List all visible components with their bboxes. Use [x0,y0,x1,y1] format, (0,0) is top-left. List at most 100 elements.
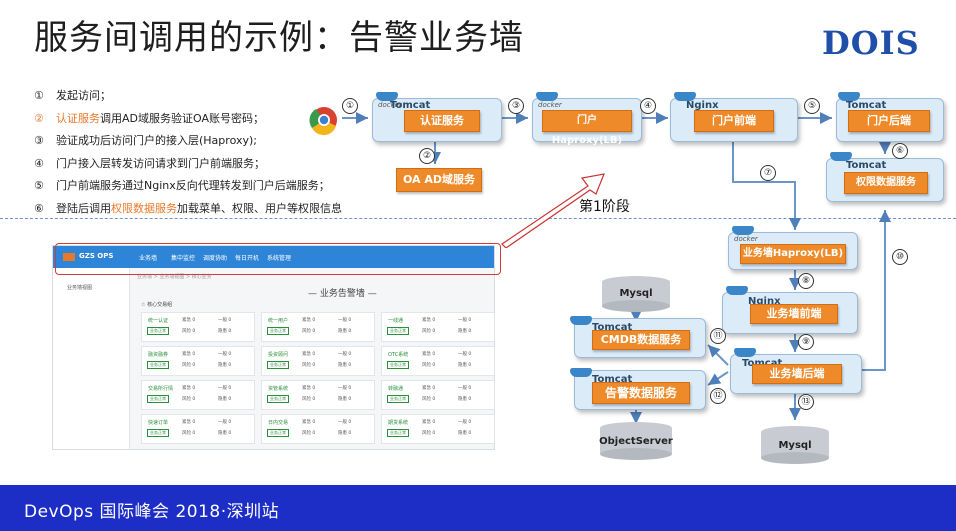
card-name: OTC系统 [388,352,409,358]
card-metric: 紧急 0 [182,352,196,357]
card-metric: 一般 0 [458,352,472,357]
marker-6: ⑥ [892,143,908,159]
card-status: 业务正常 [147,395,169,403]
card-status: 业务正常 [267,395,289,403]
card-metric: 紧急 0 [302,386,316,391]
card-status: 业务正常 [387,429,409,437]
nav-item-dispatch[interactable]: 调度协助 [203,255,228,262]
card-metric: 风险 0 [302,363,316,368]
mysql-top-label: Mysql [619,288,653,299]
card-metric: 紧急 0 [182,420,196,425]
phase-arrow [501,173,605,248]
portal-back-service: 门户后端 [848,110,930,132]
docker-label: docker [538,101,562,109]
docker-icon [570,368,592,377]
page-title: 服务间调用的示例：告警业务墙 [34,18,524,58]
navbar-highlight-frame [55,243,501,275]
card-status: 业务正常 [387,361,409,369]
card-metric: 紧急 0 [302,318,316,323]
sidebar-item-wall-view[interactable]: 业务墙视图 [67,285,93,291]
card-metric: 一般 0 [338,352,352,357]
nav-item-monitor[interactable]: 集中监控 [171,255,196,262]
card-name: 日内交易 [268,420,289,426]
marker-1: ① [342,98,358,114]
card-metric: 一般 0 [338,318,352,323]
card-metric: 隐患 0 [458,329,472,334]
step-text: 认证服务 [56,111,100,125]
app-logo-icon [63,253,75,261]
stage-divider [0,218,956,219]
card-metric: 一般 0 [218,352,232,357]
docker-icon [726,286,748,295]
card-metric: 一般 0 [218,386,232,391]
card-metric: 风险 0 [302,431,316,436]
marker-8: ⑧ [798,273,814,289]
card-metric: 隐患 0 [218,329,232,334]
card-name: 期货系统 [388,420,409,426]
step-text: 加载菜单、权限、用户等权限信息 [177,201,342,215]
card-metric: 风险 0 [182,363,196,368]
docker-icon [674,92,696,101]
cmdb-service: CMDB数据服务 [592,330,690,350]
card-metric: 紧急 0 [182,386,196,391]
card-metric: 隐患 0 [338,329,352,334]
nav-item-admin[interactable]: 系统管理 [267,255,292,262]
nginx-label: Nginx [748,296,781,307]
docker-label: docker [734,235,758,243]
docker-label: docker [378,101,402,109]
card-name: 资管系统 [268,386,289,392]
step-number: ⑥ [34,201,44,215]
tomcat-label: Tomcat [390,100,431,111]
card-metric: 风险 0 [302,329,316,334]
card-status: 业务正常 [267,429,289,437]
browser-icon [309,107,337,136]
card-metric: 隐患 0 [338,397,352,402]
nav-item-wall[interactable]: 业务墙 [139,255,158,262]
card-metric: 风险 0 [422,329,436,334]
objectserver-label: ObjectServer [599,436,673,447]
card-metric: 一般 0 [338,386,352,391]
docker-icon [570,316,592,325]
nav-item-daily[interactable]: 每日开机 [235,255,260,262]
card-status: 业务正常 [387,395,409,403]
tomcat-label: Tomcat [592,374,633,385]
tomcat-label: Tomcat [846,100,887,111]
step-text: 验证成功后访问门户的接入层(Haproxy); [56,134,257,147]
phase-label: 第1阶段 [579,199,630,215]
step-text: 门户前端服务通过Nginx反向代理转发到门户后端服务； [56,179,330,192]
docker-icon [732,226,754,235]
marker-13: ⑬ [798,394,814,410]
card-metric: 隐患 0 [458,397,472,402]
docker-icon [536,92,558,101]
card-status: 业务正常 [147,361,169,369]
diagram-connectors [309,107,891,464]
marker-9: ⑨ [798,334,814,350]
app-navbar: GZS OPS 业务墙 集中监控 调度协助 每日开机 系统管理 [53,246,494,268]
marker-11: ⑪ [710,328,726,344]
docker-icon [734,348,756,357]
wall-title: — 业务告警墙 — [308,289,377,299]
card-metric: 隐患 0 [458,363,472,368]
step-number: ④ [34,156,44,170]
card-metric: 风险 0 [422,363,436,368]
card-metric: 风险 0 [182,329,196,334]
card-metric: 风险 0 [422,431,436,436]
marker-12: ⑫ [710,388,726,404]
card-metric: 风险 0 [182,397,196,402]
